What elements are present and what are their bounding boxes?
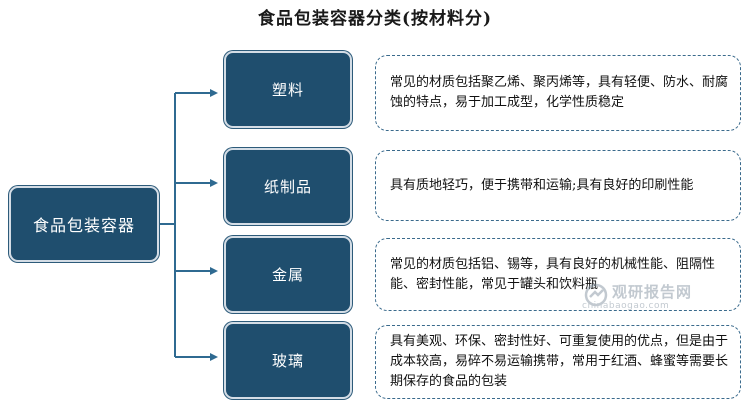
watermark: 观研报告网 chinabaogao.com	[582, 280, 742, 314]
description-paper: 具有质地轻巧，便于携带和运输;具有良好的印刷性能	[375, 150, 741, 221]
watermark-url: chinabaogao.com	[582, 301, 670, 311]
description-text: 具有美观、环保、密封性好、可重复使用的优点，但是由于成本较高，易碎不易运输携带，…	[390, 334, 729, 389]
description-text: 具有质地轻巧，便于携带和运输;具有良好的印刷性能	[390, 177, 694, 193]
watermark-logo-icon	[584, 283, 608, 307]
category-plastic: 塑料	[224, 51, 352, 128]
category-metal: 金属	[224, 236, 352, 313]
description-text: 常见的材质包括聚乙烯、聚丙烯等，具有轻便、防水、耐腐蚀的特点，易于加工成型，化学…	[390, 75, 729, 110]
watermark-name: 观研报告网	[612, 283, 693, 301]
description-metal: 常见的材质包括铝、锡等，具有良好的机械性能、阻隔性能、密封性能，常见于罐头和饮料…	[375, 238, 741, 311]
description-glass: 具有美观、环保、密封性好、可重复使用的优点，但是由于成本较高，易碎不易运输携带，…	[375, 325, 741, 399]
description-text: 常见的材质包括铝、锡等，具有良好的机械性能、阻隔性能、密封性能，常见于罐头和饮料…	[390, 256, 716, 292]
category-paper: 纸制品	[224, 148, 352, 225]
description-plastic: 常见的材质包括聚乙烯、聚丙烯等，具有轻便、防水、耐腐蚀的特点，易于加工成型，化学…	[375, 55, 741, 131]
root-node: 食品包装容器	[9, 186, 159, 262]
category-glass: 玻璃	[224, 322, 352, 399]
diagram-title: 食品包装容器分类(按材料分)	[257, 9, 493, 29]
